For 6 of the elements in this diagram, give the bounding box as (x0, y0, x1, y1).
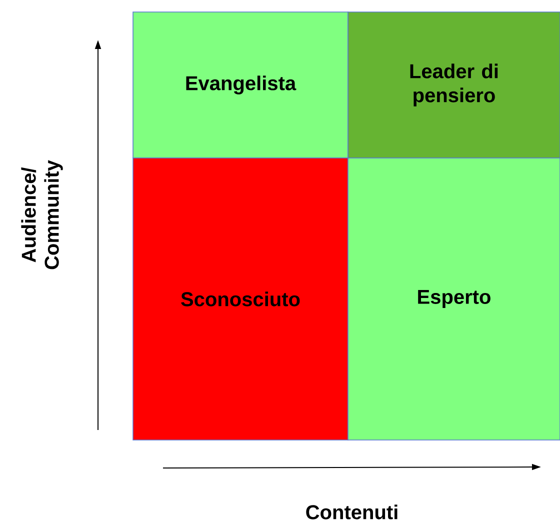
axis-title: Contenuti (306, 504, 398, 520)
quadrant-box: Sconosciuto (132, 158, 348, 440)
axis-title: Audience/ Community (21, 160, 63, 270)
quadrant-box: Leader di pensiero (348, 12, 560, 158)
quadrant-box: Evangelista (132, 12, 348, 158)
quadrant-box: Esperto (348, 158, 560, 440)
